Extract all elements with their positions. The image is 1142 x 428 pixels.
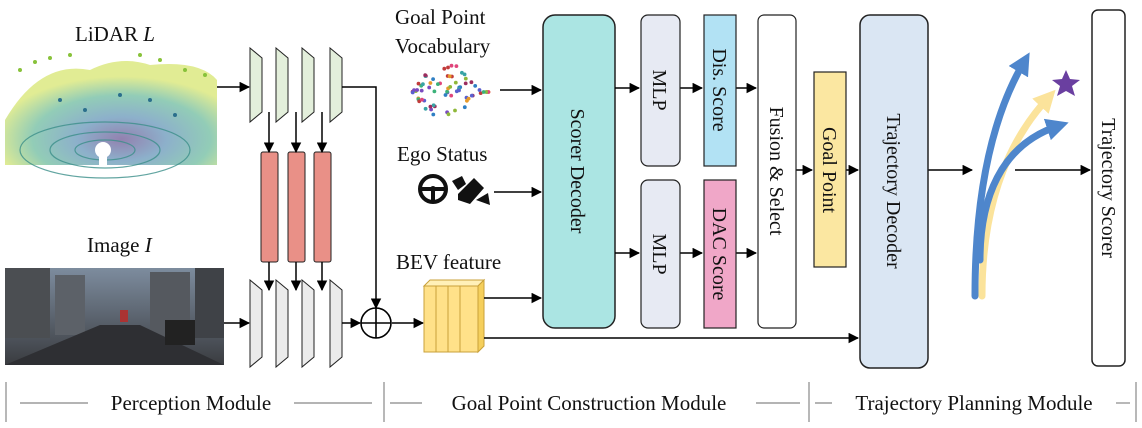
vocab-dot <box>449 63 454 68</box>
vocab-dot <box>436 82 440 86</box>
candidate-trajectories <box>971 52 1069 300</box>
lidar-label: LiDAR L <box>75 22 155 46</box>
goal-point-vocab-label-line2: Vocabulary <box>395 34 491 58</box>
fusion-select-block: Fusion & Select <box>757 14 797 329</box>
vocab-dot <box>429 107 433 112</box>
trajectory-scorer-block: Trajectory Scorer <box>1091 9 1126 367</box>
trajectory-planning-module-label: Trajectory Planning Module <box>855 391 1092 415</box>
vocab-dot <box>427 85 432 90</box>
vocab-dot <box>460 70 464 75</box>
trajectory-decoder-label: Trajectory Decoder <box>882 113 904 269</box>
vocab-dot <box>442 66 447 71</box>
goal-point-vocab-label-line1: Goal Point <box>395 5 486 29</box>
mlp-bottom-block: MLP <box>640 179 681 329</box>
vocab-dot <box>431 112 436 117</box>
vocab-dot <box>443 93 448 97</box>
dac-score-block: DAC Score <box>703 179 737 329</box>
best-trajectory-star-icon <box>1052 70 1080 96</box>
vocab-dot <box>446 112 451 117</box>
goal-point-construction-module-label: Goal Point Construction Module <box>452 391 727 415</box>
vocab-dot <box>423 106 428 111</box>
vocab-dot <box>417 99 422 104</box>
decoder-to-mlp-arrows <box>615 82 1092 259</box>
goal-point-block: Goal Point <box>813 71 847 268</box>
scorer-decoder-label: Scorer Decoder <box>566 109 588 234</box>
vocab-dot <box>469 93 474 98</box>
vocab-dot <box>431 77 435 81</box>
vocab-dot <box>477 88 482 92</box>
vocab-dot <box>432 89 437 94</box>
lidar-encoder <box>249 46 343 124</box>
vocab-dot <box>415 88 419 92</box>
dis-score-label: Dis. Score <box>708 48 730 131</box>
module-separators <box>5 382 1137 422</box>
vocab-dot <box>466 96 471 101</box>
vocab-dot <box>446 65 450 70</box>
vocab-dot <box>453 80 458 85</box>
vocab-dot <box>445 89 449 94</box>
lidar-point-cloud-image <box>5 48 217 179</box>
bev-feature-stack <box>422 278 486 354</box>
vocab-dot <box>416 81 421 86</box>
goal-point-label: Goal Point <box>818 127 840 214</box>
cross-modal-fusion-blocks <box>260 151 332 263</box>
dis-score-block: Dis. Score <box>703 14 737 167</box>
vocab-dot <box>473 84 478 88</box>
trajectory-decoder-block: Trajectory Decoder <box>859 14 929 369</box>
mlp-bottom-label: MLP <box>648 233 670 274</box>
vocab-dot <box>457 88 461 93</box>
mlp-top-label: MLP <box>648 69 670 110</box>
ego-status-label: Ego Status <box>397 142 487 166</box>
vocab-dot <box>410 90 415 95</box>
feature-fusion-add-icon <box>360 307 392 339</box>
scorer-decoder-block: Scorer Decoder <box>542 14 616 329</box>
trajectory-scorer-label: Trajectory Scorer <box>1097 118 1119 258</box>
image-encoder <box>249 278 343 369</box>
vocab-dot <box>478 91 483 95</box>
mlp-top-block: MLP <box>640 14 681 167</box>
vocab-dot <box>449 93 454 98</box>
vocab-dot <box>462 105 467 110</box>
image-label: Image I <box>87 233 153 257</box>
vocab-dot <box>431 103 436 108</box>
vocab-dot <box>463 81 468 86</box>
vocab-dot <box>463 76 468 81</box>
perception-module-label: Perception Module <box>111 391 271 415</box>
vocab-dot <box>453 108 457 113</box>
vocab-dot <box>428 81 433 85</box>
camera-image <box>5 268 224 365</box>
steering-wheel-icon <box>418 174 448 204</box>
scorer-input-arrows <box>484 84 860 344</box>
vocab-dot <box>469 80 474 85</box>
bev-feature-label: BEV feature <box>396 250 501 274</box>
vocab-dot <box>419 88 424 93</box>
dac-score-label: DAC Score <box>708 208 730 301</box>
vocab-dot <box>448 85 453 89</box>
vocab-dot <box>481 90 486 94</box>
pedal-icon <box>452 176 490 205</box>
vocab-dot <box>447 74 452 79</box>
fusion-select-label: Fusion & Select <box>765 107 787 236</box>
goal-point-vocab-dots <box>410 63 491 117</box>
vocab-dot <box>420 97 424 102</box>
vocab-dot <box>428 104 433 109</box>
vocab-dot <box>423 73 428 78</box>
vocab-dot <box>421 82 425 87</box>
vocab-dot <box>454 64 459 68</box>
encoder-connectors <box>217 81 425 329</box>
